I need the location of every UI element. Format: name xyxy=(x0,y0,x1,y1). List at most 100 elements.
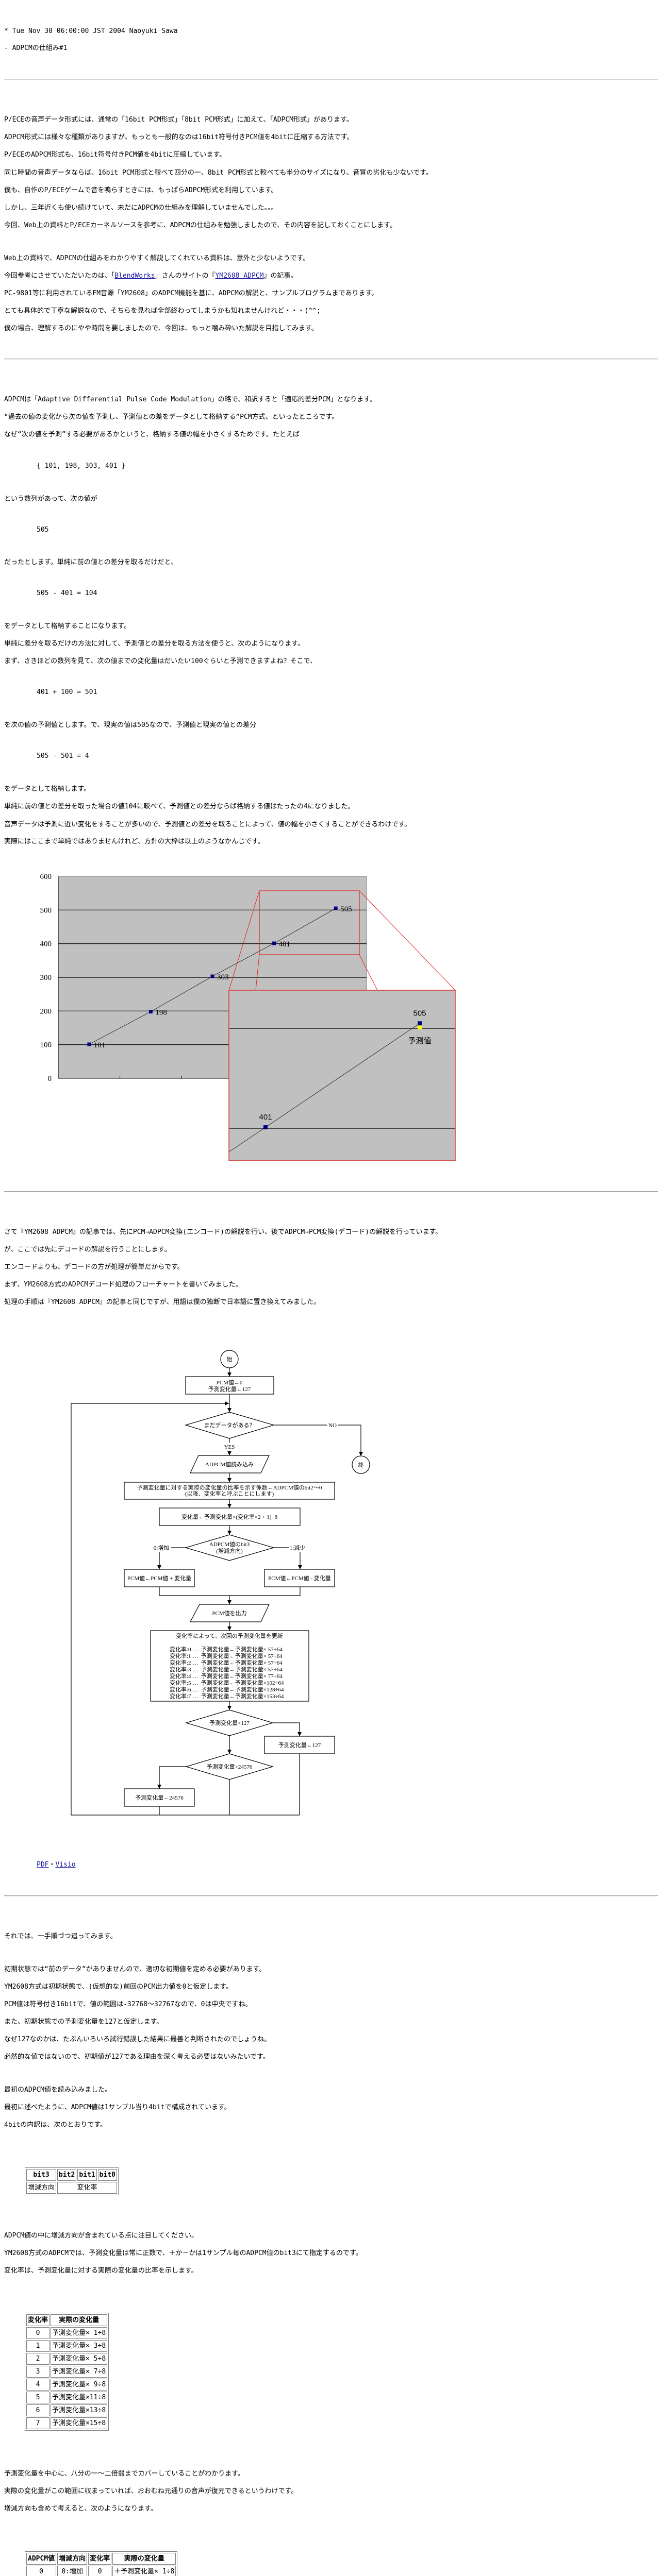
table-header-row: 変化率実際の変化量 xyxy=(26,2314,108,2326)
zoom-projection-line xyxy=(359,954,378,991)
download-links: PDF・Visio xyxy=(37,1860,76,1870)
paragraph-line: 変化率は、予測変化量に対する実際の変化量の比率を示します。 xyxy=(4,2267,198,2275)
prediction-chart: 0100200300400500600101198303401505401505… xyxy=(40,873,456,1161)
update-rule: 変化率:1 … 予測変化量←予測変化量× 57÷64 xyxy=(170,1652,283,1659)
update-title: 変化率によって、次回の予測変化量を更新 xyxy=(176,1632,283,1639)
bit3-label: ADPCM値のbit3 xyxy=(209,1541,250,1548)
ym2608-adpcm-link[interactable]: YM2608 ADPCM xyxy=(215,272,264,280)
table-cell: 予測変化量× 3÷8 xyxy=(51,2340,108,2352)
max-condition-label: 予測変化量>24576 xyxy=(207,1763,253,1770)
y-tick-label: 400 xyxy=(40,940,52,948)
no-label: NO xyxy=(328,1422,337,1429)
paragraph-line: 僕の場合、理解するのにやや時間を要しましたので、今回は、もっと噛み砕いた解説を目… xyxy=(4,325,318,332)
update-rule: 変化率:4 … 予測変化量←予測変化量× 77÷64 xyxy=(170,1672,283,1680)
paragraph-line: 同じ時間の音声データならば、16bit PCM形式と較べて四分の一、8bit P… xyxy=(4,169,433,177)
divider xyxy=(4,79,658,80)
reference-text: 』の記事。 xyxy=(263,272,297,280)
y-tick-label: 200 xyxy=(40,1007,52,1015)
column-header: 実際の変化量 xyxy=(51,2314,108,2326)
paragraph-line: 僕も、自作のP/ECEゲームで音を鳴らすときには、もっぱらADPCM形式を利用し… xyxy=(4,187,278,194)
divider xyxy=(4,359,658,360)
table-cell: 3 xyxy=(26,2366,50,2378)
has-data-label: まだデータがある？ xyxy=(204,1421,255,1429)
table-cell: 変化率 xyxy=(57,2182,117,2194)
paragraph-line: “過去の値の変化から次の値を予測し、予測値との差をデータとして格納する”PCM方… xyxy=(4,413,339,421)
code-simple-diff: 505 - 401 = 104 xyxy=(37,589,97,597)
update-rule: 変化率:7 … 予測変化量←予測変化量×153÷64 xyxy=(170,1692,284,1700)
y-tick-label: 0 xyxy=(48,1075,52,1083)
y-tick-label: 100 xyxy=(40,1041,52,1049)
paragraph-line: を次の値の予測値とします。で、現実の値は505なので、予測値と現実の値との差分 xyxy=(4,721,257,729)
increase-branch-label: 0:増加 xyxy=(154,1545,170,1551)
table-row: 増減方向変化率 xyxy=(26,2182,117,2194)
update-rule: 変化率:0 … 予測変化量←予測変化量× 57÷64 xyxy=(170,1646,283,1653)
table-cell: 2 xyxy=(26,2353,50,2365)
paragraph-line: だったとします。単純に前の値との差分を取るだけだと、 xyxy=(4,558,178,566)
zoom-projection-line xyxy=(359,890,456,991)
delta-label: 変化量←予測変化量×(変化率×2 + 1)÷8 xyxy=(181,1513,277,1520)
zoom-projection-line xyxy=(255,954,260,991)
table-cell: 7 xyxy=(26,2417,50,2429)
read-label: ADPCM値読み込み xyxy=(205,1461,254,1468)
set-min-label: 予測変化量←127 xyxy=(278,1741,321,1749)
link-separator: ・ xyxy=(48,1861,56,1869)
yes-label: YES xyxy=(224,1444,235,1450)
column-header: bit1 xyxy=(77,2169,97,2181)
update-box xyxy=(150,1630,309,1702)
reference-line: 今回参考にさせていただいたのは、「BlendWorks」さんのサイトの『YM26… xyxy=(4,271,297,281)
paragraph-line: なぜ“次の値を予測”する必要があるかというと、格納する値の幅を小さくするためです… xyxy=(4,431,300,438)
table-cell: 予測変化量× 7÷8 xyxy=(51,2366,108,2378)
ratio-label: (以降、変化率と呼ぶことにします) xyxy=(185,1490,274,1497)
paragraph-line: ADPCMは「Adaptive Differential Pulse Code … xyxy=(4,396,376,403)
increase-box xyxy=(124,1569,195,1587)
decrease-branch-label: 1:減少 xyxy=(290,1544,306,1551)
paragraph-line: P/ECEのADPCM形式も、16bit符号付きPCM値を4bitに圧縮していま… xyxy=(4,151,226,159)
table-cell: ＋予測変化量× 1÷8 xyxy=(112,2566,176,2576)
table-cell: 5 xyxy=(26,2392,50,2403)
paragraph-line: 実際にはここまで単純ではありませんけれど、方針の大枠は以上のようなかんじです。 xyxy=(4,838,264,845)
table-cell: 増減方向 xyxy=(26,2182,57,2194)
paragraph-line: Web上の資料で、ADPCMの仕組みをわかりやすく解説してくれている資料は、意外… xyxy=(4,255,310,262)
table-cell: 予測変化量×15÷8 xyxy=(51,2417,108,2429)
init-box xyxy=(185,1376,274,1395)
pdf-link[interactable]: PDF xyxy=(37,1861,49,1869)
paragraph-line: をデータとして格納します。 xyxy=(4,785,91,793)
loop-back-line xyxy=(71,1403,300,1816)
column-header: 実際の変化量 xyxy=(112,2553,176,2565)
start-label: 始 xyxy=(227,1355,233,1363)
paragraph-line: 予測変化量を中心に、八分の一〜二倍弱までカバーしていることがわかります。 xyxy=(4,2470,244,2478)
visio-link[interactable]: Visio xyxy=(55,1861,76,1869)
paragraph-line: 必然的な値ではないので、初期値が127である理由を深く考える必要はないみたいです… xyxy=(4,2053,270,2061)
paragraph-line: また、初期状態での予測変化量を127と仮定します。 xyxy=(4,2018,163,2026)
post-date-line: * Tue Nov 30 06:00:00 JST 2004 Naoyuki S… xyxy=(4,27,178,35)
table-cell: 6 xyxy=(26,2404,50,2416)
code-prediction-diff: 505 - 501 = 4 xyxy=(37,752,89,760)
flow-arrow xyxy=(338,1425,363,1456)
inset-data-point xyxy=(418,1021,422,1026)
blendworks-link[interactable]: BlendWorks xyxy=(114,272,155,280)
paragraph-line: 実際の変化量がこの範囲に収まっていれば、おおむね元通りの音声が復元できるというわ… xyxy=(4,2487,298,2495)
paragraph-line: PC-9801等に利用されているFM音源「YM2608」のADPCM機能を基に、… xyxy=(4,290,378,297)
post-title: - ADPCMの仕組み#1 xyxy=(4,44,68,52)
update-rule: 変化率:6 … 予測変化量←予測変化量×128÷64 xyxy=(170,1686,284,1693)
paragraph-line: をデータとして格納することになります。 xyxy=(4,622,131,630)
column-header: bit3 xyxy=(26,2169,57,2181)
reference-text: 今回参考にさせていただいたのは、「 xyxy=(4,272,115,280)
paragraph-line: さて『YM2608 ADPCM』の記事では、先にPCM→ADPCM変換(エンコー… xyxy=(4,1228,442,1236)
flow-arrow xyxy=(157,1766,186,1789)
bit3-decision xyxy=(184,1534,275,1561)
set-max-box xyxy=(124,1788,195,1807)
table-cell: 1 xyxy=(26,2340,50,2352)
data-label: 303 xyxy=(217,973,229,981)
paragraph-line: 4bitの内訳は、次のとおりです。 xyxy=(4,2121,107,2129)
data-label: 101 xyxy=(94,1041,106,1049)
data-point xyxy=(148,1010,153,1014)
zoom-projection-line xyxy=(228,890,260,991)
